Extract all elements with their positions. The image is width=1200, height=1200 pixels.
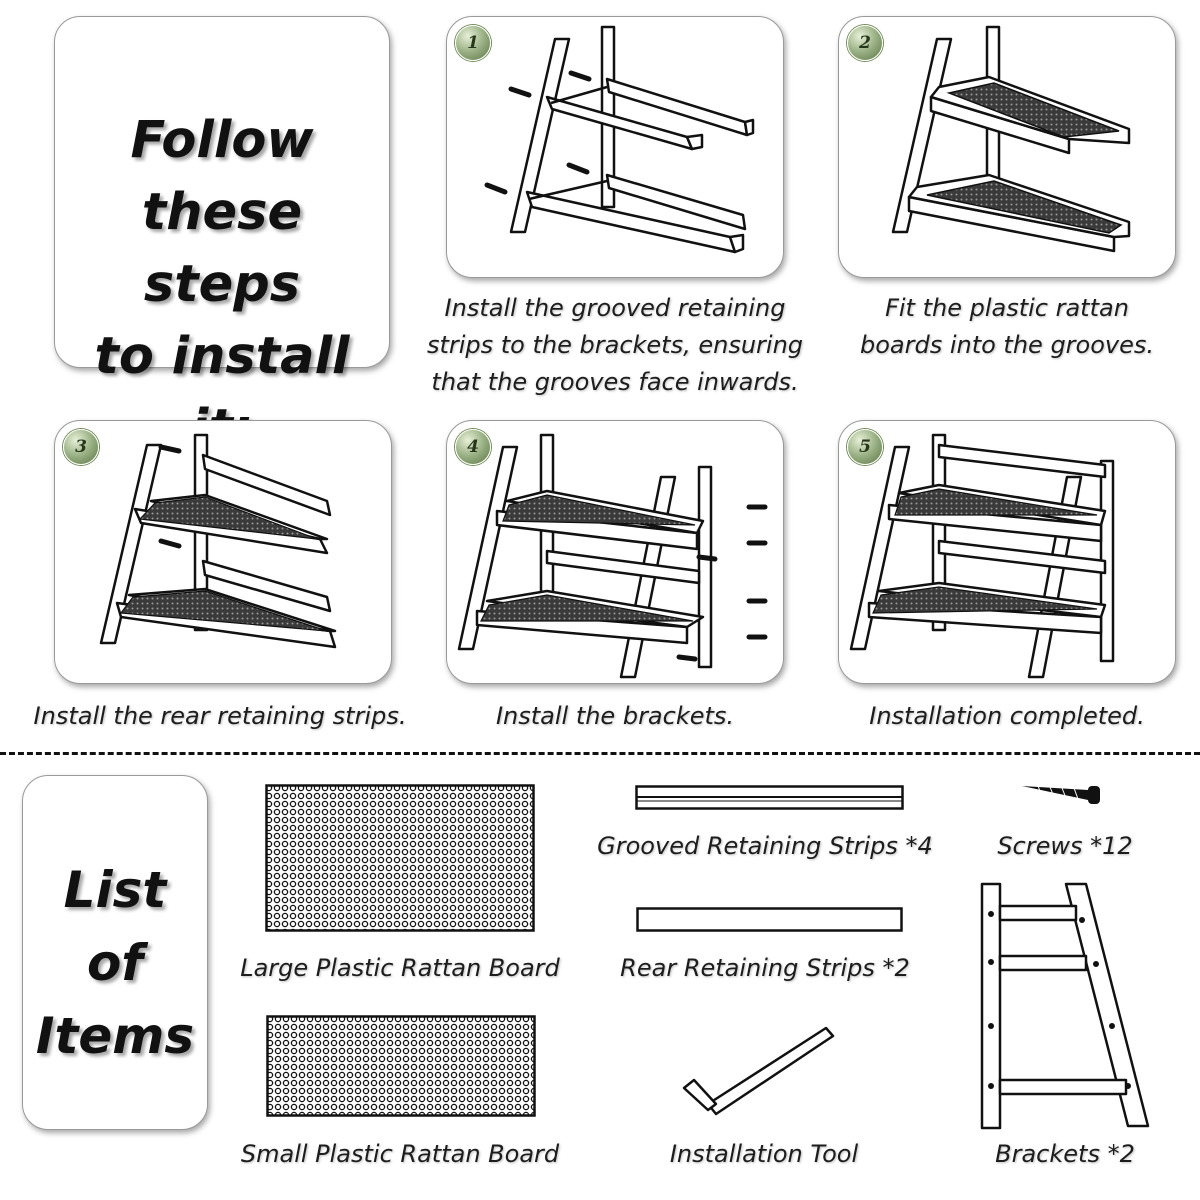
step-2-caption: Fit the plastic rattan boards into the g… [820, 290, 1194, 364]
items-heading-line-3: Items [35, 1007, 195, 1065]
rear-strips-label: Rear Retaining Strips *2 [620, 954, 910, 982]
grooved-strips-label: Grooved Retaining Strips *4 [597, 832, 933, 860]
step-3-illustration [99, 433, 337, 649]
screw-image [1018, 778, 1108, 808]
instructions-title-card: Follow these steps to install it: [54, 16, 390, 458]
rear-retaining-strip-image [636, 907, 904, 933]
items-title-card: List of Items [22, 775, 208, 1130]
step-1-caption-line-2: strips to the brackets, ensuring [426, 331, 804, 359]
step-5-card: 5 [838, 420, 1176, 684]
step-2-badge: 2 [847, 25, 883, 61]
step-1-badge: 1 [455, 25, 491, 61]
step-3-caption: Install the rear retaining strips. [10, 698, 430, 735]
items-heading-line-2: of [86, 934, 144, 992]
step-1-illustration [484, 25, 755, 254]
instructions-heading: Follow these steps to install it: [55, 105, 389, 465]
brackets-label: Brackets *2 [995, 1140, 1135, 1168]
step-4-caption: Install the brackets. [446, 698, 784, 735]
bracket-image [978, 880, 1156, 1132]
step-1-card: 1 [446, 16, 784, 278]
step-1-caption: Install the grooved retaining strips to … [404, 290, 826, 401]
large-rattan-board-image [265, 784, 535, 932]
step-3-caption-line-1: Install the rear retaining strips. [33, 702, 407, 730]
heading-line-1: Follow [130, 111, 314, 170]
large-rattan-board-label: Large Plastic Rattan Board [240, 954, 560, 982]
installation-tool-label: Installation Tool [669, 1140, 859, 1168]
step-5-badge: 5 [847, 429, 883, 465]
step-4-caption-line-1: Install the brackets. [495, 702, 735, 730]
step-1-caption-line-3: that the grooves face inwards. [431, 368, 799, 396]
step-2-card: 2 [838, 16, 1176, 278]
heading-line-2: these steps [141, 183, 303, 314]
step-5-illustration [849, 433, 1115, 679]
items-heading: List of Items [23, 854, 207, 1073]
step-3-badge: 3 [63, 429, 99, 465]
step-2-caption-line-1: Fit the plastic rattan [885, 294, 1129, 322]
step-4-card: 4 [446, 420, 784, 684]
step-4-badge: 4 [455, 429, 491, 465]
step-2-caption-line-2: boards into the grooves. [859, 331, 1155, 359]
step-4-illustration [457, 433, 768, 679]
step-1-caption-line-1: Install the grooved retaining [444, 294, 786, 322]
step-3-card: 3 [54, 420, 392, 684]
step-2-illustration [891, 25, 1131, 253]
step-5-caption-line-1: Installation completed. [869, 702, 1145, 730]
installation-tool-image [678, 1018, 838, 1118]
step-5-caption: Installation completed. [838, 698, 1176, 735]
screws-label: Screws *12 [997, 832, 1133, 860]
section-divider [0, 752, 1200, 755]
items-heading-line-1: List [63, 861, 167, 919]
grooved-retaining-strip-image [635, 785, 905, 811]
small-rattan-board-image [266, 1015, 536, 1117]
small-rattan-board-label: Small Plastic Rattan Board [240, 1140, 560, 1168]
